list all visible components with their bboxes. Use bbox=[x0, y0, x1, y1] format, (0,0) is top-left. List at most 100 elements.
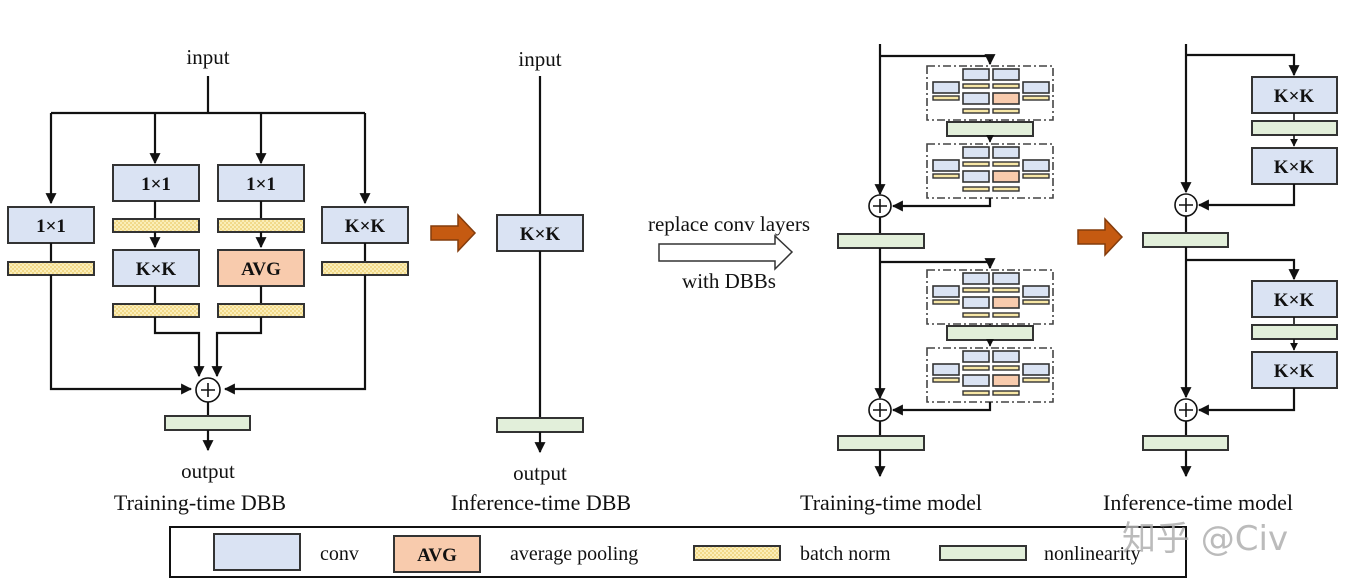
branch3-conv-label: 1×1 bbox=[246, 174, 276, 195]
mini-conv bbox=[932, 285, 960, 298]
hollow-arrow-icon bbox=[658, 234, 794, 271]
replace-arrow-text-2: with DBBs bbox=[682, 269, 776, 293]
branch-line-1 bbox=[1186, 53, 1300, 77]
mini-bn bbox=[992, 83, 1020, 89]
mini-bn bbox=[1022, 377, 1050, 383]
branch4-to-sum bbox=[223, 275, 367, 395]
branch-line bbox=[880, 54, 996, 66]
plus-icon bbox=[1179, 403, 1193, 417]
mini-conv bbox=[1022, 159, 1050, 172]
block2-to-sum bbox=[1197, 388, 1296, 416]
plus-icon bbox=[1179, 198, 1193, 212]
legend-avg-label: average pooling bbox=[510, 543, 638, 565]
mini-conv bbox=[962, 272, 990, 285]
block2-conv2 bbox=[1251, 351, 1338, 389]
block1-conv2-label: K×K bbox=[1274, 157, 1315, 178]
inference-time-model: K×K K×K K×K K×K Inference-time model bbox=[1103, 44, 1338, 515]
model-nonlinearity-1 bbox=[1142, 232, 1229, 248]
branch2-conv-kxk bbox=[112, 249, 200, 287]
branch1-to-sum bbox=[49, 275, 193, 395]
block2-nonlinearity bbox=[1251, 324, 1338, 340]
training-dbb-nonlinearity bbox=[164, 415, 251, 431]
mini-conv bbox=[992, 272, 1020, 285]
mini-bn bbox=[1022, 95, 1050, 101]
inference-dbb-caption: Inference-time DBB bbox=[451, 490, 631, 515]
branch2-conv2-label: K×K bbox=[136, 259, 177, 280]
legend-conv-label: conv bbox=[320, 543, 359, 565]
mini-conv bbox=[962, 296, 990, 309]
mini-bn bbox=[962, 161, 990, 167]
mini-conv bbox=[992, 68, 1020, 81]
legend-avg-box-label: AVG bbox=[417, 545, 457, 566]
mini-bn bbox=[932, 377, 960, 383]
mini-bn bbox=[992, 108, 1020, 114]
inference-dbb-conv-label: K×K bbox=[520, 224, 561, 245]
training-dbb-input-label: input bbox=[186, 45, 229, 69]
branch2-conv1-label: 1×1 bbox=[141, 174, 171, 195]
mini-conv bbox=[932, 363, 960, 376]
plus-icon bbox=[201, 383, 215, 397]
training-dbb-output-label: output bbox=[181, 459, 235, 483]
legend-nl-swatch bbox=[939, 545, 1027, 561]
mini-bn bbox=[962, 186, 990, 192]
mini-bn bbox=[962, 287, 990, 293]
branch2-conv-1x1 bbox=[112, 164, 200, 202]
legend: conv AVG average pooling batch norm nonl… bbox=[169, 526, 1187, 578]
mini-conv bbox=[1022, 285, 1050, 298]
block2-conv1-label: K×K bbox=[1274, 290, 1315, 311]
block1-conv1 bbox=[1251, 76, 1338, 114]
block1-nonlinearity bbox=[1251, 120, 1338, 136]
mini-conv bbox=[992, 350, 1020, 363]
mini-conv bbox=[962, 170, 990, 183]
block2-conv2-label: K×K bbox=[1274, 361, 1315, 382]
block1-to-sum bbox=[1197, 184, 1296, 211]
branch3-to-sum bbox=[211, 317, 263, 378]
transform-arrow-icon bbox=[430, 213, 477, 253]
block-to-sum bbox=[891, 402, 992, 416]
mini-avg bbox=[992, 296, 1020, 309]
mini-bn bbox=[992, 186, 1020, 192]
plus-icon bbox=[873, 403, 887, 417]
branch-line-2 bbox=[1186, 258, 1300, 281]
mini-conv bbox=[992, 146, 1020, 159]
mini-bn bbox=[992, 312, 1020, 318]
legend-bn-label: batch norm bbox=[800, 543, 891, 565]
block-to-sum bbox=[891, 198, 992, 212]
legend-bn-swatch bbox=[693, 545, 781, 561]
mini-bn bbox=[962, 312, 990, 318]
mini-bn bbox=[992, 390, 1020, 396]
mini-bn bbox=[962, 390, 990, 396]
mini-bn bbox=[932, 95, 960, 101]
block1-conv1-label: K×K bbox=[1274, 86, 1315, 107]
mini-bn bbox=[1022, 299, 1050, 305]
mini-conv bbox=[962, 374, 990, 387]
input-split-line bbox=[51, 76, 365, 115]
branch2-to-sum bbox=[153, 317, 205, 378]
mini-conv bbox=[932, 81, 960, 94]
branch3-avg-label: AVG bbox=[241, 259, 281, 280]
mini-nonlinearity bbox=[946, 121, 1034, 137]
legend-conv-swatch bbox=[213, 533, 301, 571]
branch3-bn2 bbox=[217, 303, 305, 318]
inference-time-dbb: input K×K output Inference-time DBB bbox=[451, 47, 631, 515]
mini-conv bbox=[932, 159, 960, 172]
branch4-conv-label: K×K bbox=[345, 216, 386, 237]
training-time-dbb: input 1×1 1×1 K×K 1×1 AVG bbox=[7, 45, 409, 515]
mini-bn bbox=[992, 365, 1020, 371]
inference-dbb-output-label: output bbox=[513, 461, 567, 485]
inference-model-caption: Inference-time model bbox=[1103, 490, 1293, 515]
branch3-avg-pool bbox=[217, 249, 305, 287]
mini-avg bbox=[992, 92, 1020, 105]
mini-conv bbox=[962, 146, 990, 159]
mini-bn bbox=[962, 108, 990, 114]
mini-avg bbox=[992, 374, 1020, 387]
training-model-caption: Training-time model bbox=[800, 490, 982, 515]
mini-conv bbox=[962, 92, 990, 105]
watermark: 知乎 @Civ bbox=[1122, 519, 1288, 559]
mini-conv bbox=[1022, 363, 1050, 376]
branch4-bn bbox=[321, 261, 409, 276]
branch1-bn bbox=[7, 261, 95, 276]
mini-bn bbox=[932, 173, 960, 179]
replace-arrow-text-1: replace conv layers bbox=[648, 212, 810, 236]
